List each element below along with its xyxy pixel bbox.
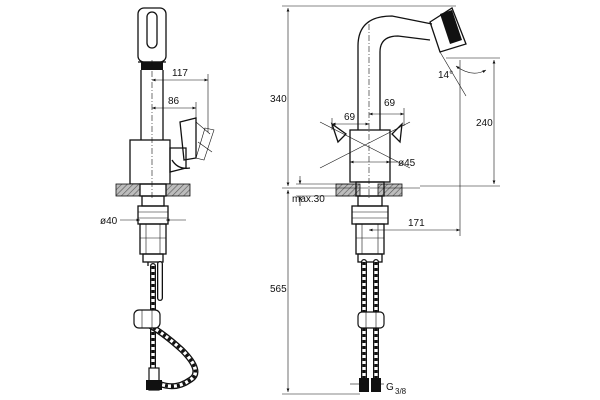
dimension-14-degree: 14° [438, 51, 487, 97]
dimension-171: 171 [369, 60, 461, 236]
front-view: 340 565 max.30 69 69 [270, 5, 500, 396]
fixing-front [351, 195, 389, 263]
mixer-body-side [129, 117, 215, 185]
fixing-side [137, 195, 169, 266]
mixer-body-front [319, 121, 411, 183]
side-view: 117 86 ø40 [100, 7, 215, 391]
dimension-240: 240 [420, 57, 500, 187]
hoses-front [357, 259, 385, 392]
dim-d45-label: ø45 [398, 158, 416, 169]
dimension-69-pair: 69 69 [331, 98, 405, 130]
dim-d40-label: ø40 [100, 216, 118, 227]
counter-side [115, 183, 191, 197]
curved-spout-front [357, 7, 467, 200]
dim-69-right-label: 69 [384, 98, 396, 109]
dimension-d45: ø45 [350, 158, 416, 169]
dimension-max30: max.30 [292, 176, 350, 206]
hoses-side [133, 261, 199, 391]
dim-117-label: 117 [172, 68, 188, 79]
spout-body-side [140, 60, 164, 200]
dim-14-label: 14° [438, 70, 453, 81]
dim-171-label: 171 [408, 218, 425, 229]
thread-g-label: G [386, 382, 394, 393]
dimension-86: 86 [152, 96, 197, 118]
dim-86-label: 86 [168, 96, 180, 107]
dim-69-left-label: 69 [344, 112, 356, 123]
dimension-565: 565 [270, 187, 420, 395]
thread-size: G 3/8 [350, 382, 407, 396]
counter-front [335, 181, 403, 197]
dimension-340: 340 [270, 5, 456, 186]
dim-565-label: 565 [270, 284, 287, 295]
dimension-d40: ø40 [100, 216, 186, 227]
thread-fraction-label: 3/8 [395, 387, 407, 396]
dim-240-label: 240 [476, 118, 493, 129]
dimension-117: 117 [152, 68, 209, 132]
dim-max30-label: max.30 [292, 194, 325, 205]
dim-340-label: 340 [270, 94, 287, 105]
